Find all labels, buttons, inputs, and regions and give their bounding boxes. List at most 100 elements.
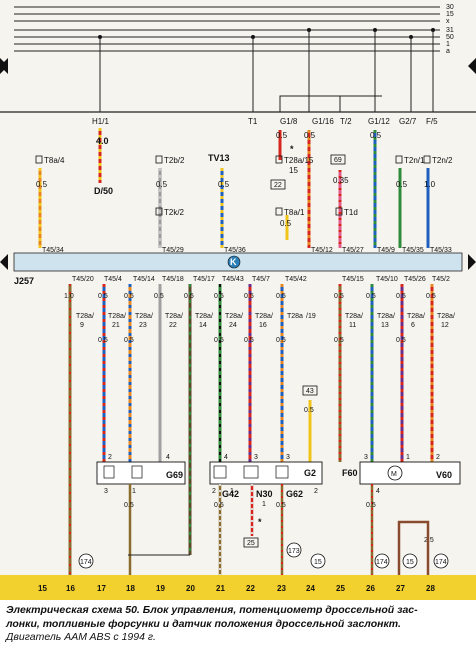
wire-t2n2-size: 1.0 xyxy=(424,180,436,189)
b16: 1.0 xyxy=(64,293,74,300)
box-69 xyxy=(330,154,346,165)
wire-035-size: 0.35 xyxy=(333,176,349,185)
t28a-16-num: 16 xyxy=(259,322,267,329)
bus-label-30: 30 xyxy=(446,4,454,11)
ref-174-c xyxy=(433,553,449,569)
ground-18: 18 xyxy=(126,584,135,593)
plug-t2b2-icon xyxy=(155,155,163,164)
plug-t28a15-icon xyxy=(275,155,283,164)
t28a-13: T28a/ xyxy=(377,313,395,320)
node-g1-8: G1/8 xyxy=(280,117,298,126)
b22: 0.5 xyxy=(244,293,254,300)
b17: 0.5 xyxy=(98,293,108,300)
n30-label: N30 xyxy=(256,489,273,499)
node-g1-16: G1/16 xyxy=(312,117,334,126)
g42-pin4: 4 xyxy=(224,454,228,461)
t45-36: T45/36 xyxy=(224,247,246,254)
connector-t28a15-pin: 15 xyxy=(289,166,298,175)
connector-t2n2: T2n/2 xyxy=(432,156,453,165)
t45-14: T45/14 xyxy=(133,276,155,283)
n30-pin3: 3 xyxy=(254,454,258,461)
g18-size: 0.5 xyxy=(124,502,134,509)
lower-wire-sizes: 1.0 0.5 0.5 0.5 0.5 0.5 0.5 0.5 0.5 0.5 … xyxy=(64,293,436,544)
g42-label: G42 xyxy=(222,489,239,499)
bus-label-50: 50 xyxy=(446,34,454,41)
g69-pin3: 3 xyxy=(104,488,108,495)
plug-t2k2-icon xyxy=(155,207,163,216)
box-25-label: 25 xyxy=(247,540,255,547)
v60-pin1: 1 xyxy=(406,454,410,461)
t28a-pins: T28a/ 9 T28a/ 21 T28a/ 23 T28a/ 22 T28a/… xyxy=(76,313,455,329)
ground-25: 25 xyxy=(336,584,345,593)
t28a-14: T28a/ xyxy=(195,313,213,320)
component-g69 xyxy=(96,461,186,485)
t45-12: T45/12 xyxy=(311,247,333,254)
box-43 xyxy=(302,385,318,396)
lower-wires xyxy=(68,284,434,575)
wire-g18-size: 0.5 xyxy=(276,131,288,140)
component-f60-v60 xyxy=(359,461,461,485)
ref-15-a xyxy=(310,553,326,569)
ground-20: 20 xyxy=(186,584,195,593)
wire-t8a4-size: 0.5 xyxy=(36,180,48,189)
plug-t2n1-icon xyxy=(395,155,403,164)
box-69-label: 69 xyxy=(334,157,342,164)
ground-19: 19 xyxy=(156,584,165,593)
top-bus-labels: 30 15 x 31 50 1 a xyxy=(446,4,454,55)
t45-lower-pins: T45/20 T45/4 T45/14 T45/18 T45/17 T45/43… xyxy=(72,276,450,283)
top-node-labels: H1/1 T1 G1/8 G1/16 T/2 G1/12 G2/7 F/5 xyxy=(92,117,438,126)
g69-pin4: 4 xyxy=(166,454,170,461)
diagram-background xyxy=(0,0,476,600)
g42-pin2: 2 xyxy=(212,488,216,495)
k-symbol xyxy=(227,255,241,269)
k-label: K xyxy=(230,257,237,267)
t28a-21-num: 21 xyxy=(112,322,120,329)
g69-pin1: 1 xyxy=(132,488,136,495)
t28a-22-num: 22 xyxy=(169,322,177,329)
ground-16: 16 xyxy=(66,584,75,593)
g42-sensor-icon xyxy=(213,465,227,479)
ground-wires xyxy=(128,484,430,575)
f60-label: F60 xyxy=(342,468,358,478)
g62-sensor-icon xyxy=(275,465,289,479)
t28a-14-num: 14 xyxy=(199,322,207,329)
ground-ref-labels: 174 173 15 174 15 174 xyxy=(80,548,447,566)
top-bus xyxy=(14,6,440,52)
n30-valve-icon xyxy=(243,465,259,479)
left-arrow-lower xyxy=(0,254,8,270)
t45-9: T45/9 xyxy=(377,247,395,254)
ground-28: 28 xyxy=(426,584,435,593)
ref-173 xyxy=(286,542,302,558)
b26: 0.5 xyxy=(366,293,376,300)
ref-15-b xyxy=(402,553,418,569)
t45-42: T45/42 xyxy=(285,276,307,283)
g62-pin2: 2 xyxy=(314,488,318,495)
ground-24: 24 xyxy=(306,584,315,593)
right-arrow-lower xyxy=(468,254,476,270)
bus-label-x: x xyxy=(446,18,450,25)
t45-15: T45/15 xyxy=(342,276,364,283)
v60-pin2: 2 xyxy=(436,454,440,461)
connector-t2b2: T2b/2 xyxy=(164,156,185,165)
t45-upper-pins: T45/34 T45/29 T45/36 T45/12 T45/27 T45/9… xyxy=(42,247,452,254)
g62-label: G62 xyxy=(286,489,303,499)
c21: 0.5 xyxy=(214,337,224,344)
ground-bar xyxy=(0,575,476,600)
node-t2: T/2 xyxy=(340,117,352,126)
bus-label-31: 31 xyxy=(446,27,454,34)
connector-t28a15: T28a/15 xyxy=(284,156,314,165)
component-g42-g62-block xyxy=(209,461,323,485)
plug-t2n2-icon xyxy=(423,155,431,164)
c22: 0.5 xyxy=(244,337,254,344)
t45-20: T45/20 xyxy=(72,276,94,283)
n30-star: * xyxy=(258,517,262,527)
t45-29: T45/29 xyxy=(162,247,184,254)
t28a-11: T28a/ xyxy=(345,313,363,320)
wire-tv13-size: 0.5 xyxy=(218,180,230,189)
connector-t2n1: T2n/1 xyxy=(404,156,425,165)
wire-g116-size: 0.5 xyxy=(304,131,316,140)
b25: 0.5 xyxy=(334,293,344,300)
t28a-6: T28a/ xyxy=(407,313,425,320)
ref-15-a-label: 15 xyxy=(314,559,322,566)
bus-drops xyxy=(99,30,434,112)
